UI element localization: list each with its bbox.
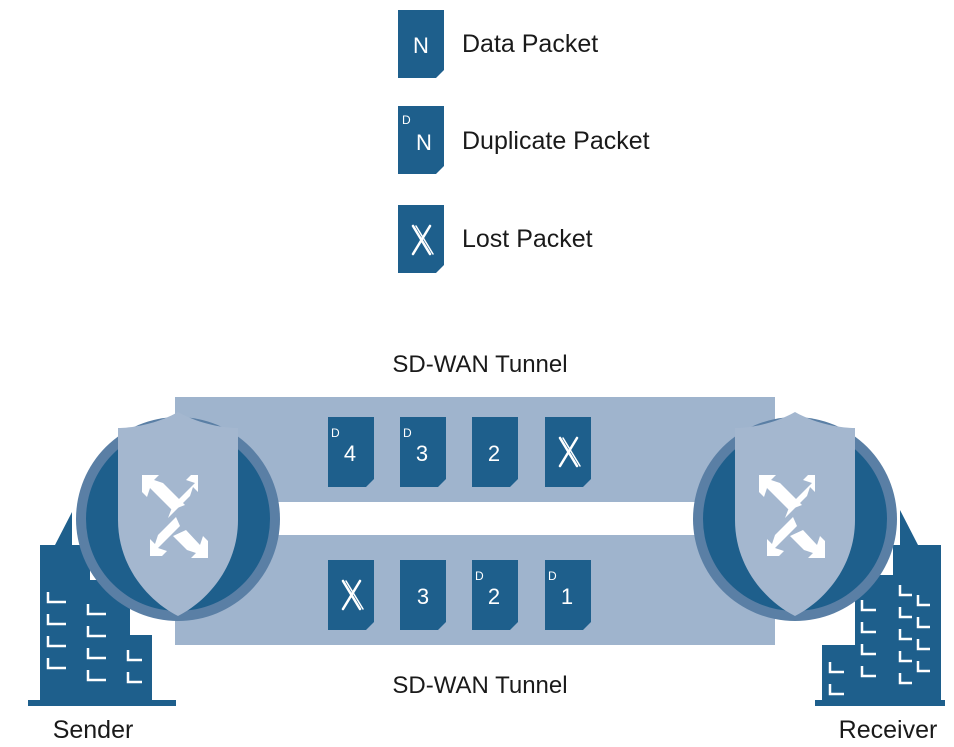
packet-superscript: D [548,569,557,583]
receiver-router-icon [693,412,897,621]
receiver-label: Receiver [839,716,938,744]
legend: N Data Packet D N Duplicate Packet Lost … [398,10,650,273]
legend-data-packet-label: Data Packet [462,30,598,58]
sender-label: Sender [53,716,134,744]
packet-dup-2: D 2 [472,560,518,630]
legend-lost-packet: Lost Packet [398,205,593,273]
receiver-building-icon [815,510,945,706]
sender-shield-icon [118,412,238,616]
sender-router-icon [76,412,280,621]
bottom-tunnel-packets: 3 D 2 D 1 [328,560,591,630]
legend-lost-packet-label: Lost Packet [462,225,593,253]
top-tunnel-label: SD-WAN Tunnel [392,351,567,378]
legend-duplicate-packet: D N Duplicate Packet [398,106,650,174]
legend-data-packet-symbol: N [413,33,429,58]
lost-x-icon [341,579,364,611]
packet-dup-4: D 4 [328,417,374,487]
legend-duplicate-packet-symbol: N [416,130,432,155]
packet-number: 2 [488,441,500,466]
legend-data-packet-icon [398,10,444,78]
packet-number: 3 [417,584,429,609]
legend-lost-x-icon [411,224,434,256]
receiver-shield-icon [735,412,855,616]
bottom-tunnel-label: SD-WAN Tunnel [392,672,567,699]
receiver-router-arrows-icon [759,475,825,558]
packet-lost [545,417,591,487]
packet-number: 2 [488,584,500,609]
sender-building-icon [28,512,176,706]
packet-superscript: D [403,426,412,440]
packet-number: 1 [561,584,573,609]
sender-router-arrows-icon [142,475,208,558]
legend-data-packet: N Data Packet [398,10,598,78]
packet-data-2: 2 [472,417,518,487]
packet-dup-1: D 1 [545,560,591,630]
lost-x-icon [558,436,581,468]
packet-superscript: D [331,426,340,440]
top-tunnel-packets: D 4 D 3 2 [328,417,591,487]
packet-dup-3: D 3 [400,417,446,487]
packet-lost [328,560,374,630]
packet-number: 4 [344,441,356,466]
legend-duplicate-packet-label: Duplicate Packet [462,127,650,155]
packet-data-3: 3 [400,560,446,630]
packet-number: 3 [416,441,428,466]
legend-duplicate-packet-superscript: D [402,113,411,127]
legend-duplicate-packet-icon [398,106,444,174]
packet-superscript: D [475,569,484,583]
